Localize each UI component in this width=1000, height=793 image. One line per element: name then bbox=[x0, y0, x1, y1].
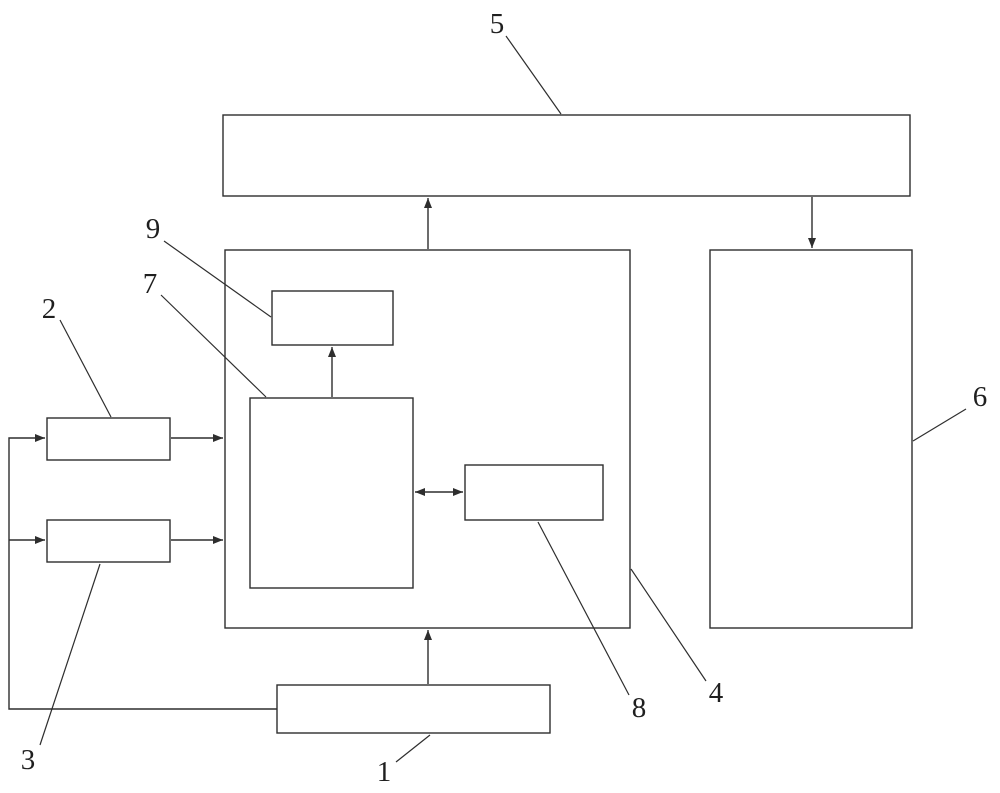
leader-line-9 bbox=[163, 240, 272, 318]
label-7: 7 bbox=[143, 268, 158, 300]
label-3: 3 bbox=[21, 744, 36, 776]
block-2 bbox=[46, 417, 171, 461]
block-7 bbox=[249, 397, 414, 589]
leader-line-1 bbox=[395, 734, 431, 763]
leader-line-6 bbox=[912, 408, 967, 442]
block-3 bbox=[46, 519, 171, 563]
block-9 bbox=[271, 290, 394, 346]
block-8 bbox=[464, 464, 604, 521]
leader-line-3 bbox=[39, 563, 101, 746]
leader-line-7 bbox=[160, 294, 267, 398]
leader-line-5 bbox=[505, 35, 562, 115]
connector-1-to-2-routed bbox=[8, 434, 277, 710]
label-8: 8 bbox=[632, 692, 647, 724]
label-5: 5 bbox=[490, 8, 505, 40]
label-6: 6 bbox=[973, 381, 988, 413]
leader-line-4 bbox=[630, 568, 707, 682]
label-2: 2 bbox=[42, 293, 57, 325]
block-1 bbox=[276, 684, 551, 734]
leader-line-8 bbox=[537, 521, 630, 696]
label-1: 1 bbox=[377, 756, 392, 788]
leader-line-2 bbox=[59, 319, 112, 418]
label-4: 4 bbox=[709, 677, 724, 709]
label-9: 9 bbox=[146, 213, 161, 245]
block-6 bbox=[709, 249, 913, 629]
block-5 bbox=[222, 114, 911, 197]
